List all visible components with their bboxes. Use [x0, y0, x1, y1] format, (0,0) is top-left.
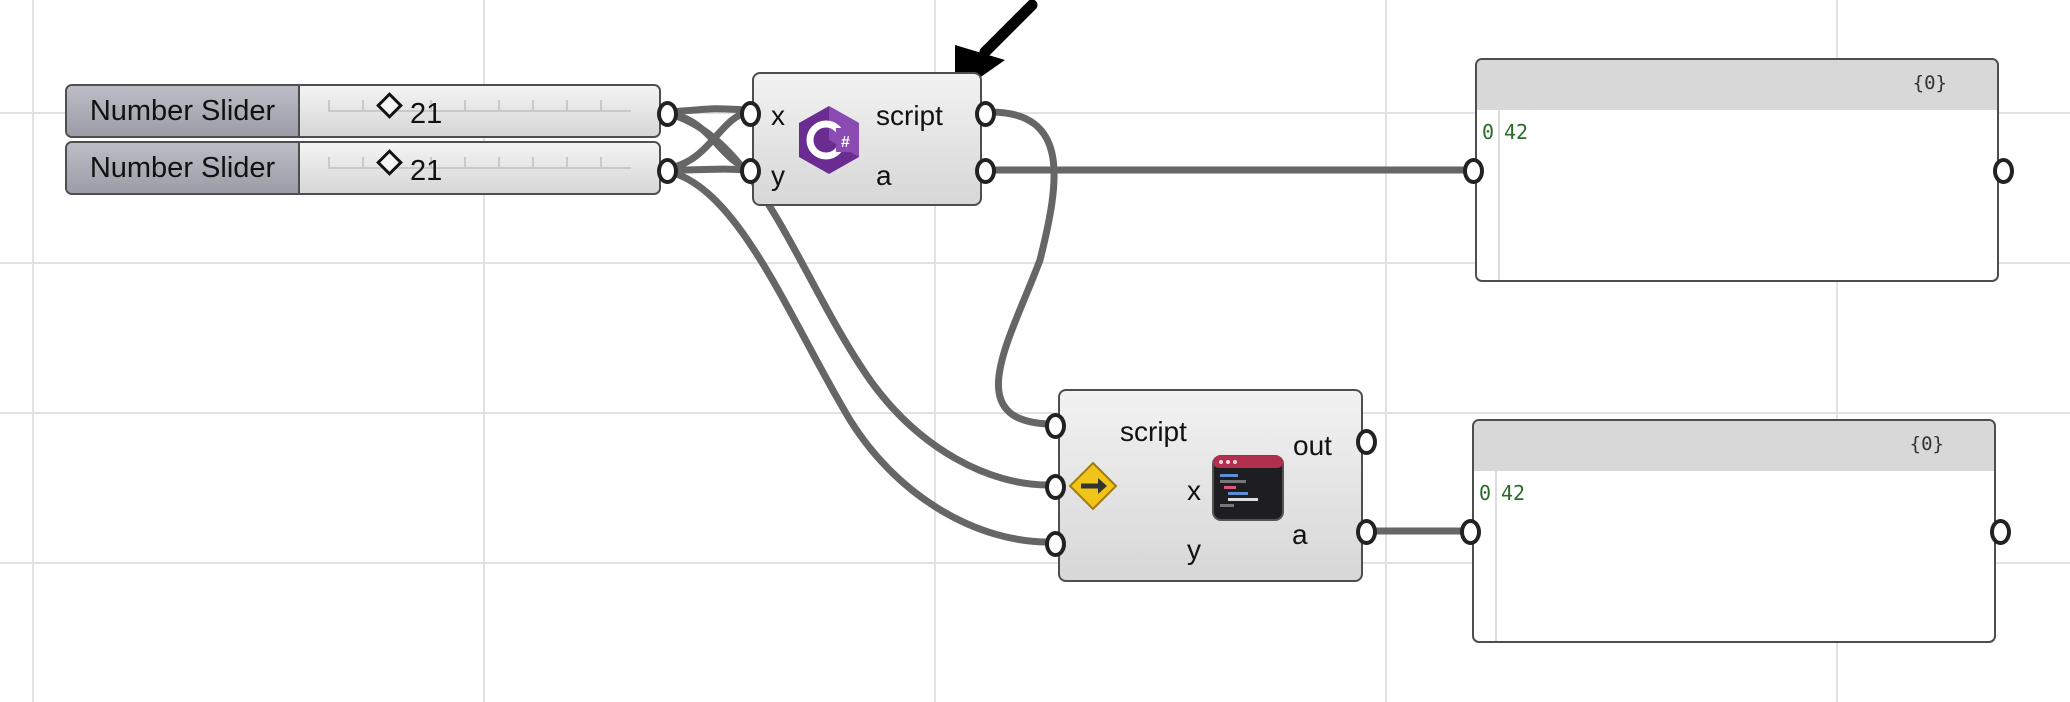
slider-track[interactable]: 21	[300, 143, 659, 193]
panel-margin	[1495, 471, 1497, 641]
grid-line	[1385, 0, 1387, 702]
script-component[interactable]: script x y out a	[1058, 389, 1363, 582]
panel-margin	[1498, 110, 1500, 280]
slider-value: 21	[410, 155, 443, 187]
input-y-label: y	[1187, 534, 1201, 565]
panel[interactable]: {0} 0 42	[1472, 419, 1996, 643]
output-script-label: script	[876, 100, 943, 131]
code-editor-icon	[1212, 455, 1284, 521]
panel-output-grip[interactable]	[1993, 158, 2014, 184]
grid-line	[32, 0, 34, 702]
output-grip-a[interactable]	[1356, 519, 1377, 545]
wire-slider2-y	[666, 165, 752, 174]
input-grip-y[interactable]	[1045, 531, 1066, 557]
wire-slider2-y2	[666, 168, 1052, 546]
panel-data-path: {0}	[1909, 433, 1944, 455]
input-y-label: y	[771, 160, 785, 191]
grid-line	[1836, 0, 1838, 702]
panel-header: {0}	[1477, 60, 1997, 110]
number-slider[interactable]: Number Slider 21	[65, 84, 661, 138]
panel-item-value: 42	[1504, 120, 1529, 144]
grid-line	[0, 112, 2070, 114]
slider-output-grip[interactable]	[657, 158, 678, 184]
number-slider[interactable]: Number Slider 21	[65, 141, 661, 195]
slider-grip[interactable]	[376, 92, 403, 119]
output-a-label: a	[876, 160, 892, 191]
output-grip-out[interactable]	[1356, 429, 1377, 455]
grid-line	[0, 562, 2070, 564]
slider-label[interactable]: Number Slider	[67, 86, 300, 136]
grid-line	[0, 262, 2070, 264]
panel-item-value: 42	[1501, 481, 1526, 505]
output-out-label: out	[1293, 430, 1332, 461]
panel-header: {0}	[1474, 421, 1994, 471]
panel-input-grip[interactable]	[1463, 158, 1484, 184]
output-a-label: a	[1292, 519, 1308, 550]
input-x-label: x	[771, 100, 785, 131]
slider-value: 21	[410, 98, 443, 130]
panel[interactable]: {0} 0 42	[1475, 58, 1999, 282]
panel-input-grip[interactable]	[1460, 519, 1481, 545]
panel-item-index: 0	[1482, 120, 1495, 144]
panel-data-path: {0}	[1912, 72, 1947, 94]
input-script-label: script	[1120, 416, 1187, 447]
panel-output-grip[interactable]	[1990, 519, 2011, 545]
svg-text:#: #	[841, 134, 850, 151]
arrow-right-icon	[1068, 461, 1118, 511]
input-grip-x[interactable]	[1045, 474, 1066, 500]
slider-grip[interactable]	[376, 149, 403, 176]
grid-line	[483, 0, 485, 702]
wire-script-out	[986, 108, 1058, 428]
output-grip-a[interactable]	[975, 158, 996, 184]
input-grip-y[interactable]	[740, 158, 761, 184]
slider-ticks	[328, 157, 631, 169]
csharp-script-component[interactable]: x y script a #	[752, 72, 982, 206]
grid-line	[934, 0, 936, 702]
slider-label[interactable]: Number Slider	[67, 143, 300, 193]
wire-slider1-x2	[666, 110, 1052, 489]
input-x-label: x	[1187, 475, 1201, 506]
input-grip-script[interactable]	[1045, 413, 1066, 439]
wire-slider1-x	[666, 105, 752, 116]
csharp-icon: #	[799, 106, 859, 174]
slider-ticks	[328, 100, 631, 112]
panel-item-index: 0	[1479, 481, 1492, 505]
output-grip-script[interactable]	[975, 101, 996, 127]
grid-line	[0, 412, 2070, 414]
slider-output-grip[interactable]	[657, 101, 678, 127]
input-grip-x[interactable]	[740, 101, 761, 127]
slider-track[interactable]: 21	[300, 86, 659, 136]
